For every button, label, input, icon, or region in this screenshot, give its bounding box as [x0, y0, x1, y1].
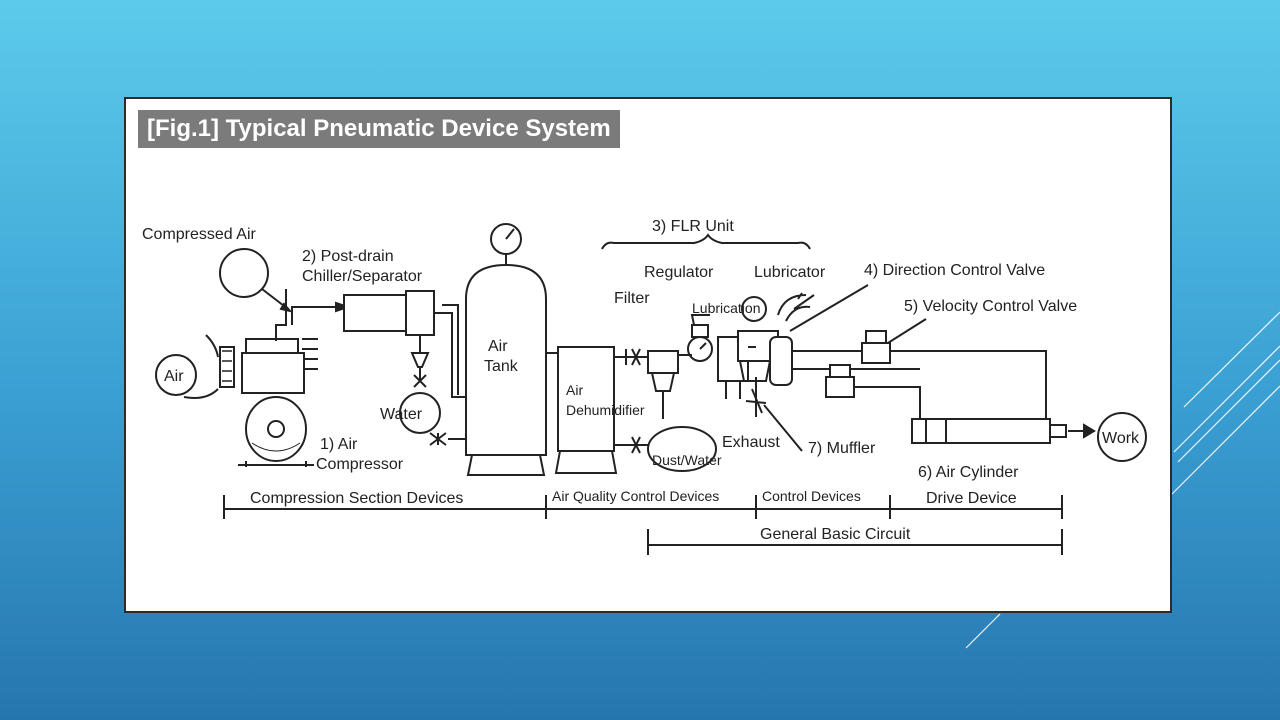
section-control: Control Devices [762, 488, 861, 504]
label-air-compressor-2: Compressor [316, 456, 404, 473]
label-filter: Filter [614, 290, 650, 307]
label-post-drain: 2) Post-drain [302, 248, 394, 265]
pneumatic-figure: [Fig.1] Typical Pneumatic Device System [124, 97, 1172, 613]
label-velocity-control-valve: 5) Velocity Control Valve [904, 298, 1077, 315]
label-air-cylinder: 6) Air Cylinder [918, 464, 1019, 481]
label-compressed-air: Compressed Air [142, 226, 256, 243]
section-compression: Compression Section Devices [250, 490, 463, 507]
label-flr-unit: 3) FLR Unit [652, 218, 734, 235]
pneumatic-diagram: Compressed Air 2) Post-drain Chiller/Sep… [142, 218, 1147, 555]
air-input-circle [155, 354, 197, 396]
label-regulator: Regulator [644, 264, 714, 281]
section-general: General Basic Circuit [760, 526, 911, 543]
section-drive: Drive Device [926, 490, 1017, 507]
label-air-compressor-1: 1) Air [320, 436, 358, 453]
air-compressor [238, 289, 352, 467]
label-chiller-separator: Chiller/Separator [302, 268, 423, 285]
label-dust-water: Dust/Water [652, 452, 722, 468]
label-water: Water [380, 406, 423, 423]
label-air-input: Air [164, 368, 184, 385]
air-dehumidifier [554, 346, 648, 474]
label-air-dehumidifier-2: Dehumidifier [566, 402, 645, 418]
section-air-quality: Air Quality Control Devices [552, 488, 719, 504]
label-muffler: 7) Muffler [808, 440, 876, 457]
label-air-tank-2: Tank [484, 358, 519, 375]
label-exhaust: Exhaust [722, 434, 780, 451]
chiller-separator [343, 290, 466, 434]
label-lubrication: Lubrication [692, 300, 761, 316]
air-tank [429, 223, 558, 476]
air-cylinder [911, 412, 1147, 462]
label-work: Work [1102, 430, 1140, 447]
figure-title: [Fig.1] Typical Pneumatic Device System [138, 110, 620, 148]
label-lubricator: Lubricator [754, 264, 826, 281]
label-air-dehumidifier-1: Air [566, 382, 583, 398]
label-air-tank-1: Air [488, 338, 508, 355]
velocity-control-valves [825, 318, 927, 430]
compressed-air-bubble [219, 248, 269, 298]
label-direction-control-valve: 4) Direction Control Valve [864, 262, 1045, 279]
